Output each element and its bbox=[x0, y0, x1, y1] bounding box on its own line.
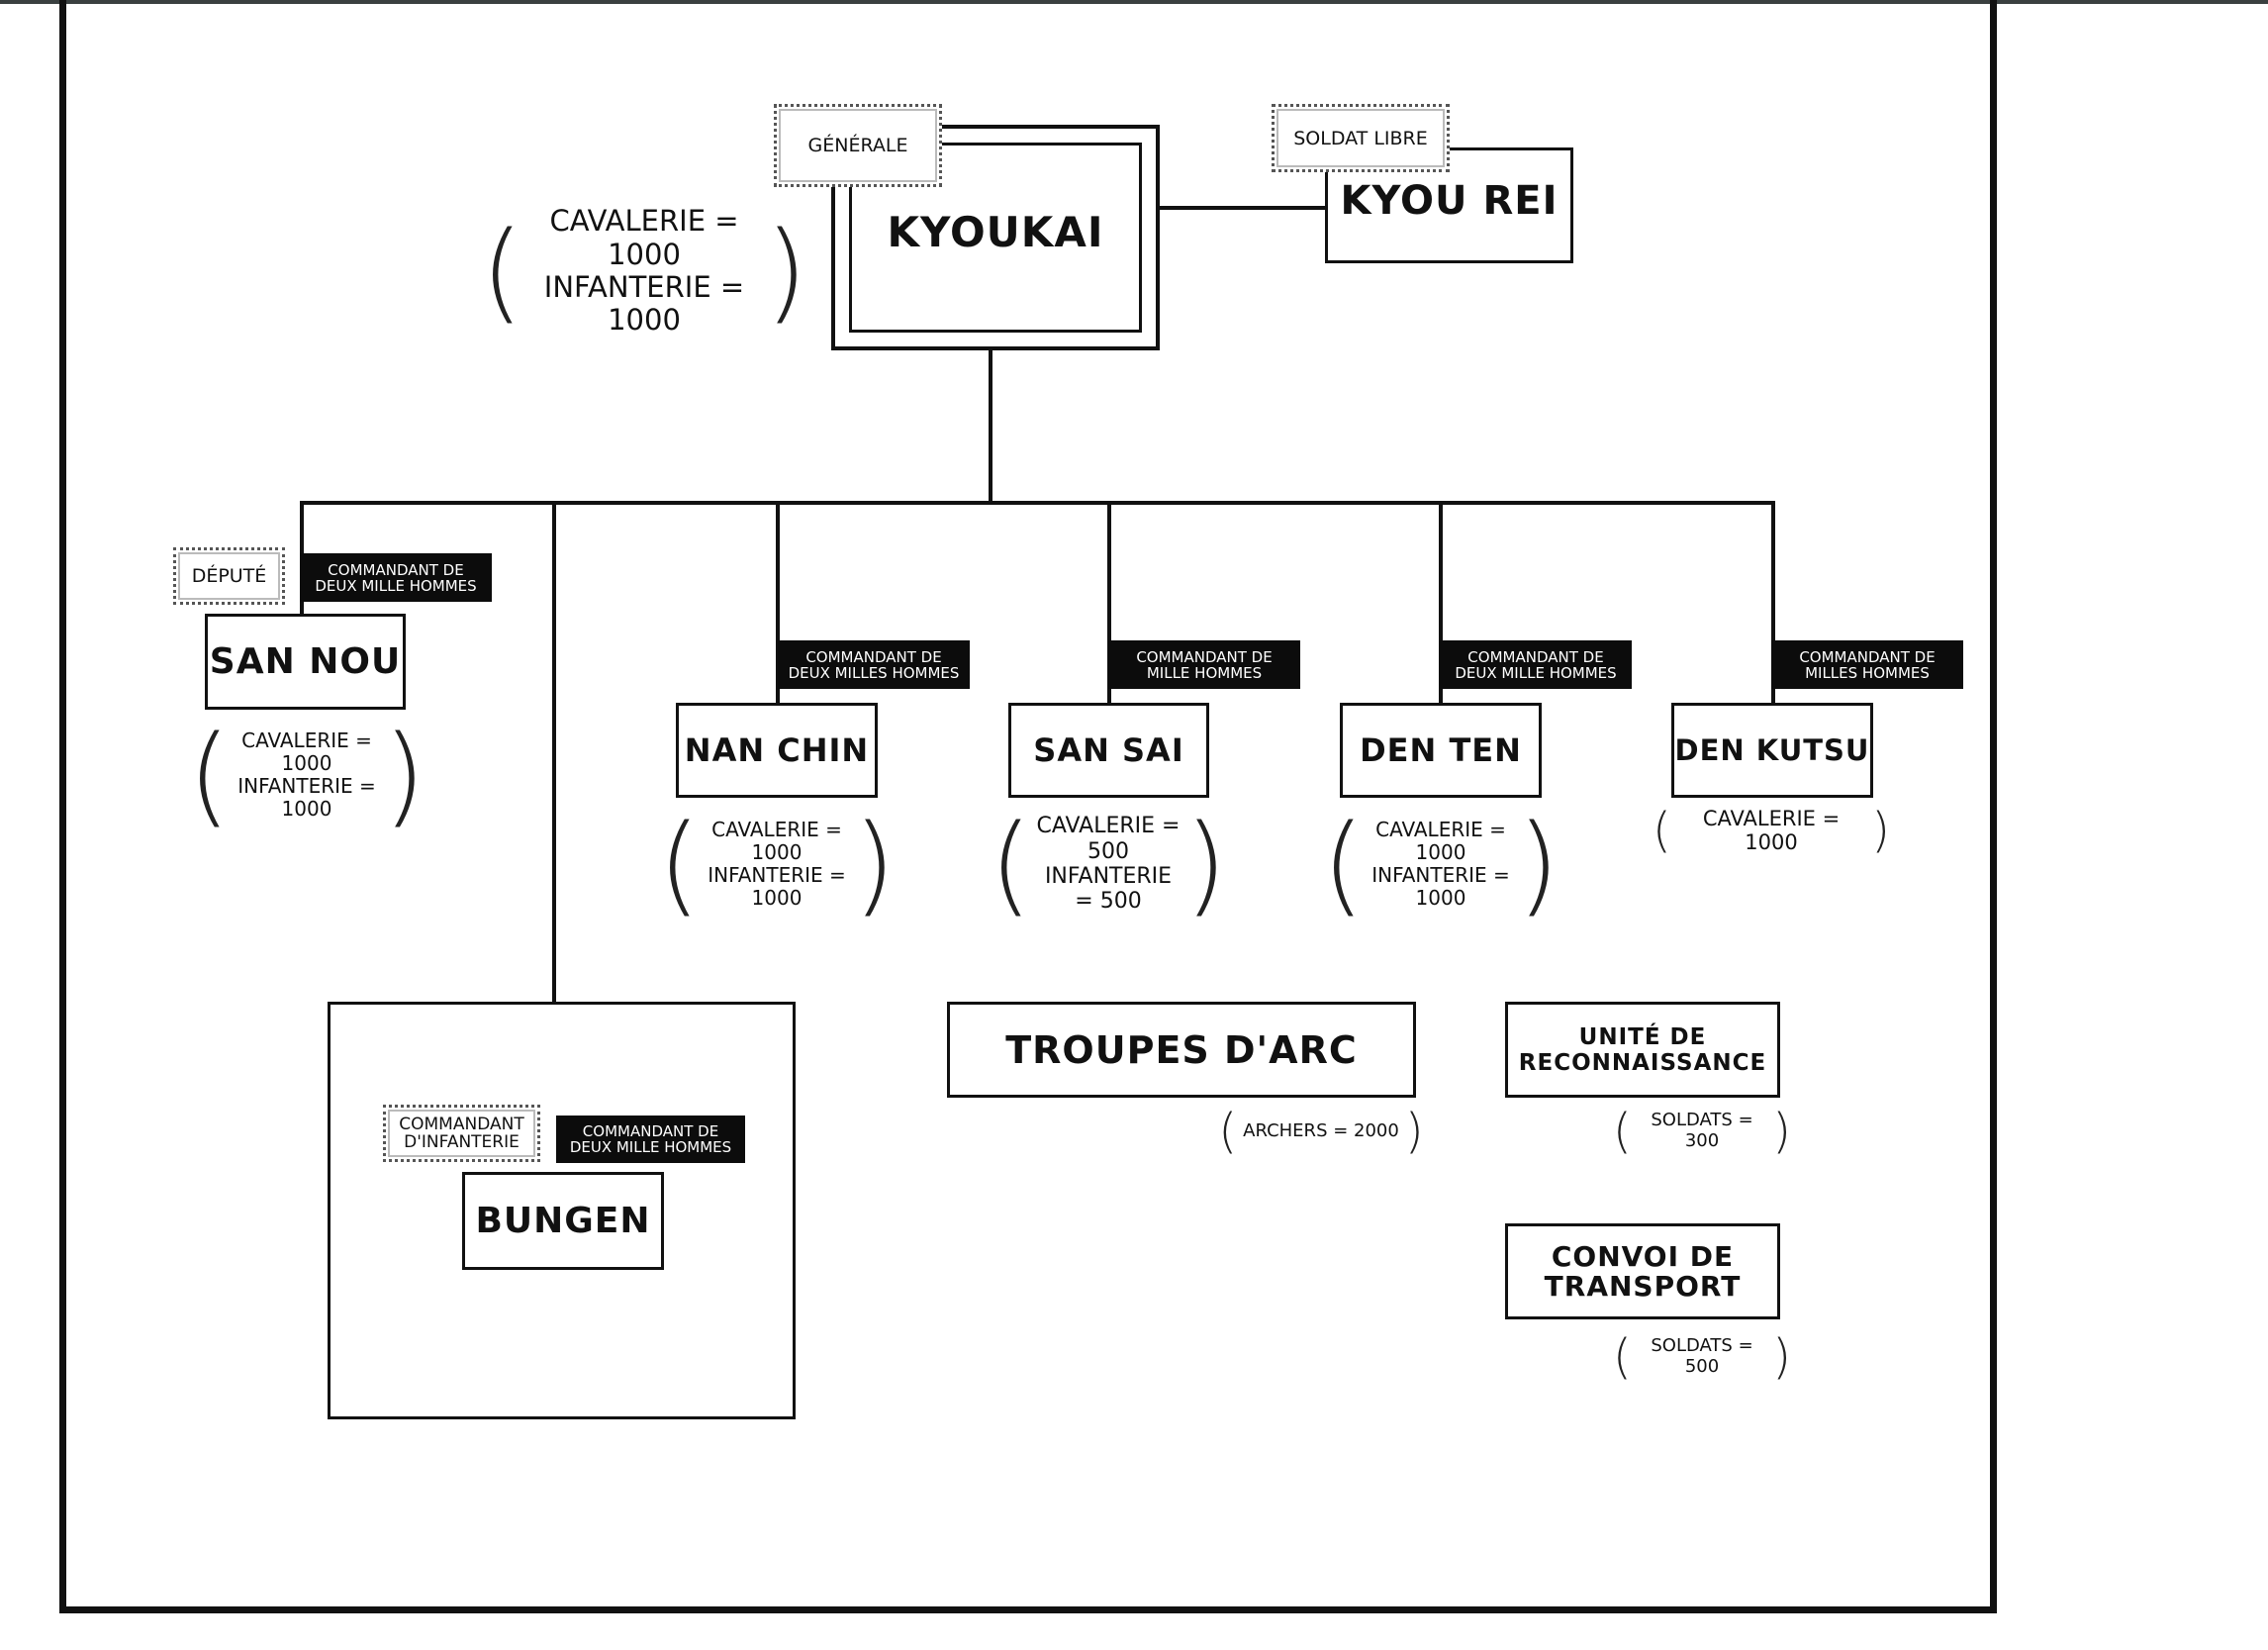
general-troops: ( CAVALERIE = 1000 INFANTERIE = 1000 ) bbox=[481, 205, 807, 337]
troop-line: CAVALERIE = 1000 bbox=[241, 728, 372, 775]
open-paren: ( bbox=[990, 801, 1032, 927]
close-paren: ) bbox=[1404, 1104, 1424, 1159]
general-rank-label: GÉNÉRALE bbox=[774, 104, 942, 187]
close-paren: ) bbox=[1184, 801, 1227, 927]
open-paren: ( bbox=[481, 208, 523, 335]
troop-line: SOLDATS = 300 bbox=[1651, 1110, 1753, 1151]
den-kutsu-box[interactable]: DEN KUTSU bbox=[1671, 703, 1873, 798]
general-rank-text: GÉNÉRALE bbox=[807, 135, 908, 156]
tag-line: MILLES HOMMES bbox=[1805, 663, 1930, 682]
san-sai-box[interactable]: SAN SAI bbox=[1008, 703, 1209, 798]
open-paren: ( bbox=[1613, 1104, 1632, 1159]
transport-troops: ( SOLDATS = 500 ) bbox=[1613, 1332, 1791, 1382]
label-line: COMMANDANT bbox=[399, 1115, 524, 1134]
san-nou-rank-text: DÉPUTÉ bbox=[191, 565, 267, 587]
free-soldier-rank-label: SOLDAT LIBRE bbox=[1272, 104, 1450, 172]
troop-line: ARCHERS = 2000 bbox=[1243, 1119, 1399, 1141]
nan-chin-troops: ( CAVALERIE = 1000 INFANTERIE = 1000 ) bbox=[658, 810, 896, 919]
close-paren: ) bbox=[1772, 1104, 1791, 1159]
bungen-command-tag: COMMANDANT DE DEUX MILLE HOMMES bbox=[556, 1116, 745, 1163]
troop-line: INFANTERIE = 1000 bbox=[543, 270, 745, 338]
window-top-edge bbox=[0, 0, 2268, 4]
open-paren: ( bbox=[188, 712, 231, 838]
panel-frame bbox=[59, 0, 1997, 1613]
tag-line: DEUX MILLE HOMMES bbox=[315, 576, 477, 595]
nan-chin-box[interactable]: NAN CHIN bbox=[676, 703, 878, 798]
general-name: KYOUKAI bbox=[887, 207, 1104, 256]
transport-box[interactable]: CONVOI DE TRANSPORT bbox=[1505, 1223, 1780, 1319]
den-kutsu-troops: ( CAVALERIE = 1000 ) bbox=[1653, 807, 1890, 854]
tag-line: DEUX MILLES HOMMES bbox=[788, 663, 960, 682]
close-paren: ) bbox=[383, 712, 425, 838]
tag-line: COMMANDANT DE bbox=[805, 647, 942, 666]
tag-line: COMMANDANT DE bbox=[1467, 647, 1604, 666]
troop-line: CAVALERIE = 1000 bbox=[711, 818, 842, 864]
nan-chin-name: NAN CHIN bbox=[684, 731, 870, 769]
open-paren: ( bbox=[1653, 803, 1671, 858]
san-sai-troops: ( CAVALERIE = 500 INFANTERIE = 500 ) bbox=[990, 810, 1227, 919]
tag-line: COMMANDANT DE bbox=[1136, 647, 1273, 666]
bungen-rank-label: COMMANDANT D'INFANTERIE bbox=[383, 1105, 540, 1162]
free-soldier-rank-text: SOLDAT LIBRE bbox=[1293, 127, 1428, 149]
den-ten-troops: ( CAVALERIE = 1000 INFANTERIE = 1000 ) bbox=[1322, 810, 1559, 919]
san-sai-name: SAN SAI bbox=[1033, 731, 1184, 769]
open-paren: ( bbox=[658, 801, 701, 927]
tag-line: COMMANDANT DE bbox=[1799, 647, 1936, 666]
san-sai-command-tag: COMMANDANT DE MILLE HOMMES bbox=[1108, 640, 1300, 689]
san-nou-name: SAN NOU bbox=[209, 641, 402, 682]
recon-name-line: RECONNAISSANCE bbox=[1518, 1049, 1767, 1076]
bungen-box[interactable]: BUNGEN bbox=[462, 1172, 664, 1270]
recon-box[interactable]: UNITÉ DE RECONNAISSANCE bbox=[1505, 1002, 1780, 1098]
san-nou-box[interactable]: SAN NOU bbox=[205, 614, 406, 710]
general-box[interactable]: KYOUKAI bbox=[831, 125, 1160, 350]
label-line: D'INFANTERIE bbox=[404, 1132, 520, 1152]
den-ten-box[interactable]: DEN TEN bbox=[1340, 703, 1542, 798]
transport-name-line: TRANSPORT bbox=[1544, 1269, 1742, 1303]
troop-line: SOLDATS = 500 bbox=[1651, 1335, 1753, 1377]
troop-line: INFANTERIE = 1000 bbox=[237, 774, 376, 821]
troop-line: CAVALERIE = 1000 bbox=[549, 204, 739, 271]
transport-name-line: CONVOI DE bbox=[1551, 1239, 1735, 1273]
den-kutsu-command-tag: COMMANDANT DE MILLES HOMMES bbox=[1771, 640, 1963, 689]
recon-troops: ( SOLDATS = 300 ) bbox=[1613, 1107, 1791, 1156]
archers-name: TROUPES D'ARC bbox=[1005, 1027, 1358, 1072]
archers-box[interactable]: TROUPES D'ARC bbox=[947, 1002, 1416, 1098]
troop-line: INFANTERIE = 1000 bbox=[708, 863, 846, 910]
close-paren: ) bbox=[853, 801, 896, 927]
close-paren: ) bbox=[1517, 801, 1559, 927]
bungen-group-frame bbox=[328, 1002, 796, 1419]
troop-line: CAVALERIE = 1000 bbox=[1702, 806, 1841, 854]
den-ten-command-tag: COMMANDANT DE DEUX MILLE HOMMES bbox=[1440, 640, 1632, 689]
open-paren: ( bbox=[1322, 801, 1365, 927]
nan-chin-command-tag: COMMANDANT DE DEUX MILLES HOMMES bbox=[778, 640, 970, 689]
san-nou-command-tag: COMMANDANT DE DEUX MILLE HOMMES bbox=[300, 553, 492, 602]
tag-line: DEUX MILLE HOMMES bbox=[1455, 663, 1617, 682]
tag-line: COMMANDANT DE bbox=[328, 560, 464, 579]
troop-line: INFANTERIE = 1000 bbox=[1371, 863, 1510, 910]
open-paren: ( bbox=[1218, 1104, 1238, 1159]
san-nou-rank-label: DÉPUTÉ bbox=[173, 547, 285, 605]
open-paren: ( bbox=[1613, 1329, 1632, 1385]
general-inner-frame bbox=[849, 143, 1142, 333]
free-soldier-name: KYOU REI bbox=[1340, 177, 1559, 224]
troop-line: INFANTERIE = 500 bbox=[1044, 864, 1173, 915]
archers-troops: ( ARCHERS = 2000 ) bbox=[1217, 1107, 1425, 1156]
tag-line: DEUX MILLE HOMMES bbox=[569, 1138, 732, 1156]
den-kutsu-name: DEN KUTSU bbox=[1674, 733, 1870, 767]
bungen-name: BUNGEN bbox=[475, 1201, 651, 1241]
troop-line: CAVALERIE = 500 bbox=[1036, 814, 1181, 864]
den-ten-name: DEN TEN bbox=[1360, 731, 1522, 769]
troop-line: CAVALERIE = 1000 bbox=[1375, 818, 1506, 864]
close-paren: ) bbox=[1871, 803, 1890, 858]
tag-line: MILLE HOMMES bbox=[1146, 663, 1263, 682]
san-nou-troops: ( CAVALERIE = 1000 INFANTERIE = 1000 ) bbox=[188, 721, 425, 829]
tag-line: COMMANDANT DE bbox=[582, 1122, 719, 1140]
close-paren: ) bbox=[1772, 1329, 1791, 1385]
close-paren: ) bbox=[765, 208, 807, 335]
recon-name-line: UNITÉ DE bbox=[1578, 1023, 1707, 1050]
